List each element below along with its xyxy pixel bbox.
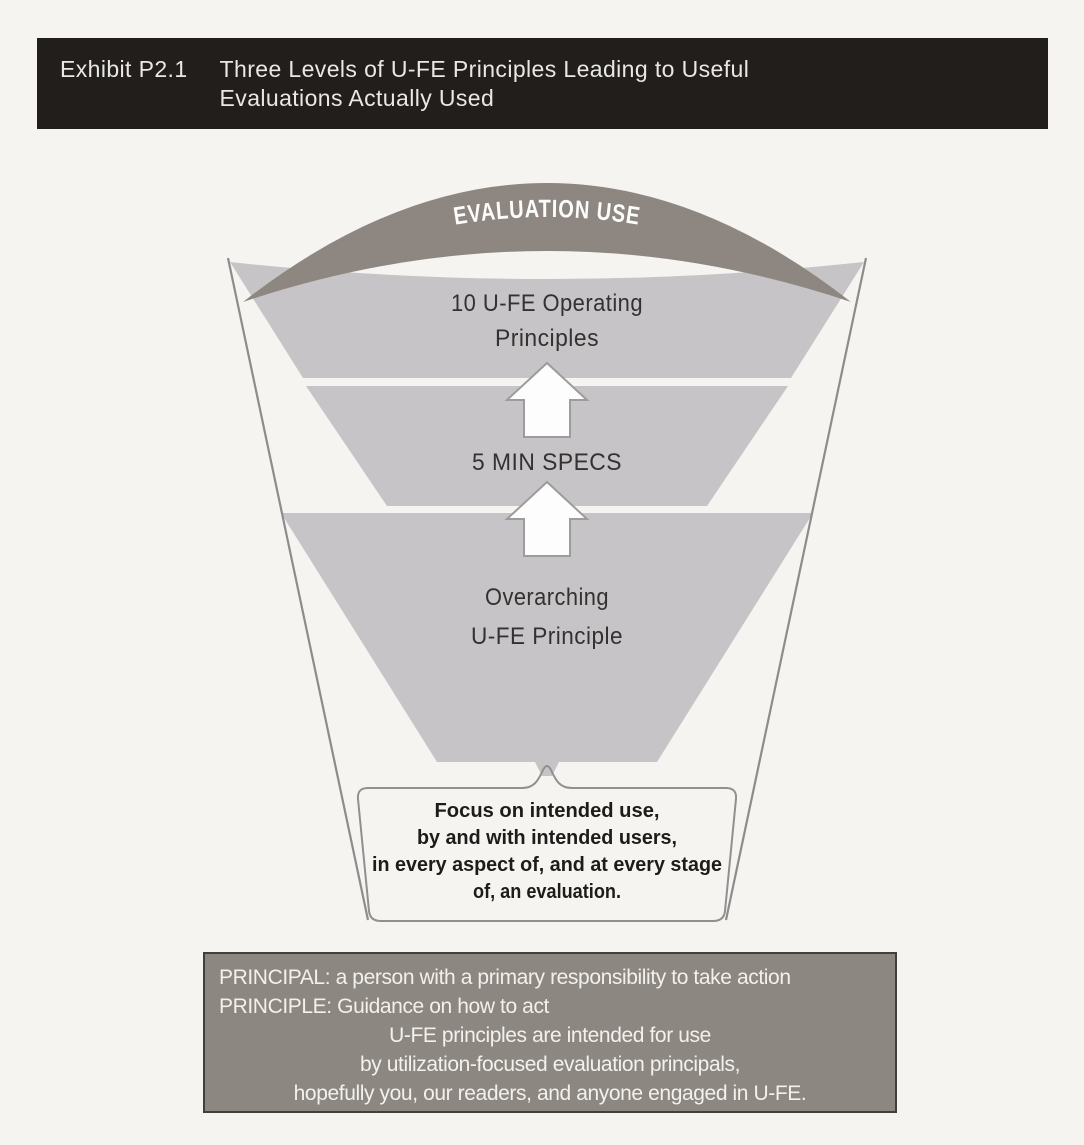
info-note-line2: by utilization-focused evaluation princi… (359, 1053, 741, 1076)
funnel-level-2-shape (306, 386, 788, 506)
principal-definition: PRINCIPAL: a person with a primary respo… (219, 966, 791, 989)
callout-line1: Focus on intended use, (435, 800, 660, 822)
info-note-line3: hopefully you, our readers, and anyone e… (293, 1082, 807, 1105)
callout-line4: of, an evaluation. (473, 881, 621, 903)
exhibit-title-bar: Exhibit P2.1 Three Levels of U-FE Princi… (37, 38, 1048, 129)
exhibit-number: Exhibit P2.1 (60, 56, 188, 82)
callout-box (356, 765, 738, 922)
exhibit-title: Three Levels of U-FE Principles Leading … (220, 55, 750, 113)
up-arrow-upper (504, 361, 590, 438)
callout-line3: in every aspect of, and at every stage (372, 854, 722, 876)
exhibit-title-line1: Three Levels of U-FE Principles Leading … (219, 56, 750, 82)
level-3-label-line1: Overarching (485, 584, 609, 611)
funnel-outline-right (724, 257, 868, 921)
level-3-label-line2: U-FE Principle (471, 623, 623, 650)
level-1-label-line2: Principles (495, 325, 599, 352)
level-2-label: 5 MIN SPECS (472, 449, 622, 476)
principle-definition: PRINCIPLE: Guidance on how to act (219, 995, 549, 1018)
principal-definition-box: PRINCIPAL: a person with a primary respo… (203, 952, 897, 1113)
funnel-level-1-shape (230, 262, 864, 378)
evaluation-use-banner (243, 183, 851, 302)
level-1-label-line1: 10 U-FE Operating (451, 290, 643, 317)
info-note-line1: U-FE principles are intended for use (389, 1024, 711, 1047)
exhibit-title-line2: Evaluations Actually Used (219, 85, 495, 111)
funnel-outline-left (226, 257, 370, 921)
up-arrow-lower (504, 480, 590, 557)
callout-line2: by and with intended users, (417, 827, 677, 849)
funnel-level-3-shape (281, 513, 813, 776)
